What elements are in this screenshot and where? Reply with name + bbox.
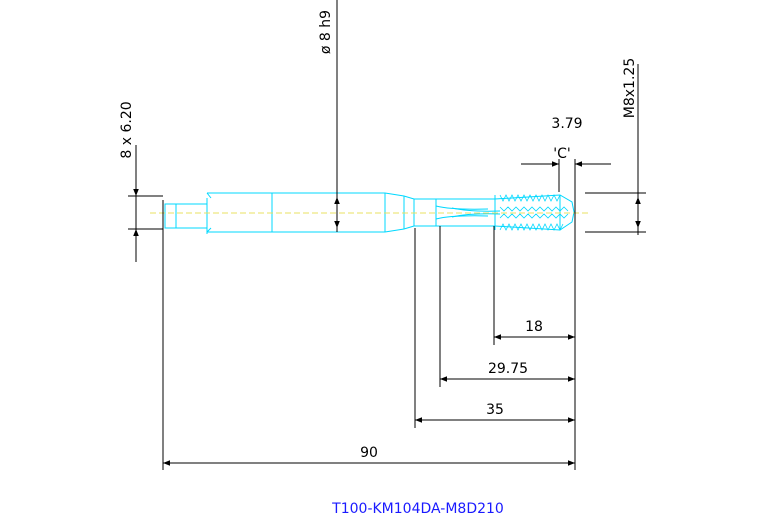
dim-overall-length: 90	[360, 445, 378, 461]
thread-teeth	[499, 194, 569, 231]
dim-35: 35	[486, 402, 504, 418]
dim-square: 8 x 6.20	[119, 101, 135, 158]
extension-lines	[128, 0, 646, 470]
dim-29-75: 29.75	[488, 361, 528, 377]
dim-18: 18	[525, 319, 543, 335]
dim-shank-diameter: ø 8 h9	[318, 10, 334, 54]
part-number: T100-KM104DA-M8D210	[331, 501, 504, 517]
dimension-lines	[133, 161, 641, 466]
dim-thread-size: M8x1.25	[622, 58, 638, 118]
dim-chamfer-label: 'C'	[553, 146, 570, 162]
dimension-labels: 90 35 29.75 18 3.79 'C' M8x1.25 ø 8 h9 8…	[119, 10, 638, 461]
dim-chamfer-value: 3.79	[551, 116, 582, 132]
tool-outline	[150, 192, 590, 234]
square-end	[164, 203, 208, 229]
